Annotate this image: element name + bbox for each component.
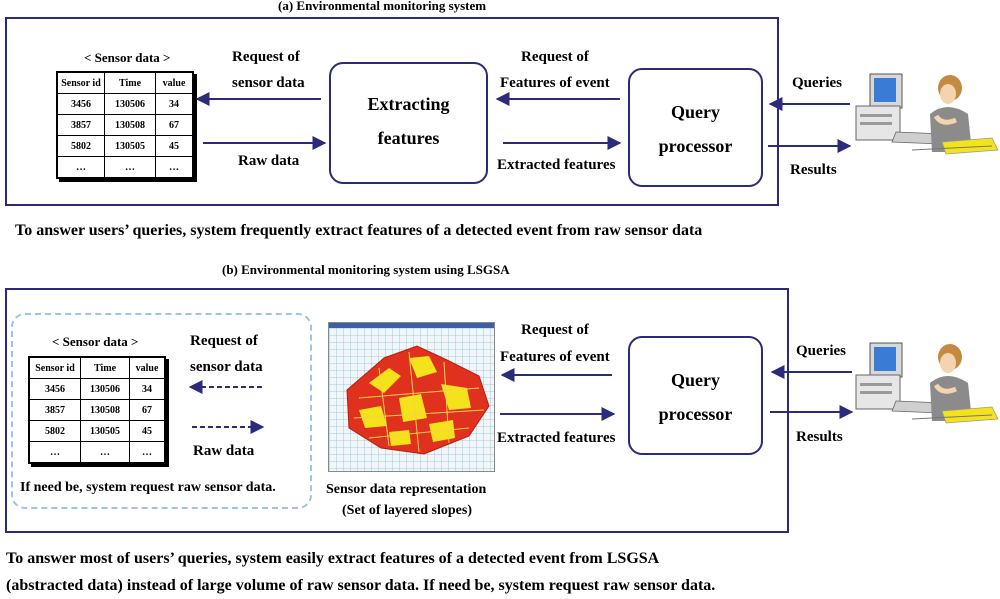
table-cell: 130505 bbox=[80, 420, 130, 442]
panel-b-extracted-features: Extracted features bbox=[497, 430, 616, 446]
panel-a-extracted-features: Extracted features bbox=[497, 157, 616, 173]
panel-b-sensor-table: Sensor id Time value 3456 130506 34 3857… bbox=[28, 356, 166, 464]
terrain-svg bbox=[329, 328, 494, 471]
panel-b-caption-2: (abstracted data) instead of large volum… bbox=[6, 577, 716, 594]
table-header-row: Sensor id Time value bbox=[56, 71, 194, 94]
panel-a-caption: To answer users’ queries, system frequen… bbox=[15, 222, 703, 239]
table-cell: … bbox=[129, 441, 166, 464]
layered-slopes-image bbox=[328, 322, 495, 472]
panel-b-if-need: If need be, system request raw sensor da… bbox=[20, 480, 276, 495]
table-cell: … bbox=[80, 441, 130, 464]
panel-a-request-features-1: Request of bbox=[521, 49, 589, 65]
panel-a-title: (a) Environmental monitoring system bbox=[278, 0, 487, 13]
table-cell: 130505 bbox=[104, 135, 156, 157]
panel-b-request-features-2: Features of event bbox=[500, 349, 610, 365]
panel-a-request-features-2: Features of event bbox=[500, 75, 610, 91]
panel-b-title: (b) Environmental monitoring system usin… bbox=[222, 262, 510, 277]
panel-b-request-sensor-2: sensor data bbox=[190, 359, 263, 375]
panel-a-sensor-caption: < Sensor data > bbox=[84, 50, 171, 65]
panel-b-caption-1: To answer most of users’ queries, system… bbox=[6, 550, 660, 567]
terrain-patch bbox=[369, 368, 401, 393]
panel-b-sensor-caption: < Sensor data > bbox=[52, 334, 139, 349]
table-cell: 5802 bbox=[28, 420, 81, 442]
panel-a-request-sensor-2: sensor data bbox=[232, 75, 305, 91]
table-row: 5802 130505 45 bbox=[56, 135, 194, 157]
user-at-computer-icon bbox=[856, 343, 998, 423]
table-cell: … bbox=[155, 156, 194, 179]
query-line2: processor bbox=[658, 404, 733, 424]
extracting-line1: Extracting bbox=[367, 94, 450, 114]
table-row: 3857 130508 67 bbox=[28, 399, 166, 421]
query-line1: Query bbox=[671, 370, 720, 390]
table-cell: 45 bbox=[155, 135, 194, 157]
table-row: … … … bbox=[28, 441, 166, 464]
user-at-computer-icon bbox=[856, 74, 998, 154]
panel-b-request-sensor-1: Request of bbox=[190, 333, 258, 349]
table-cell: 67 bbox=[129, 399, 166, 421]
panel-a-raw-data: Raw data bbox=[238, 153, 300, 169]
table-cell: 45 bbox=[129, 420, 166, 442]
repr-line2: (Set of layered slopes) bbox=[342, 503, 472, 518]
table-row: 3456 130506 34 bbox=[56, 93, 194, 115]
panel-b-raw-data: Raw data bbox=[193, 443, 255, 459]
panel-a-request-sensor-1: Request of bbox=[232, 49, 300, 65]
panel-b-results: Results bbox=[796, 429, 843, 445]
query-processor-box-b: Query processor bbox=[628, 336, 763, 455]
terrain-ridges bbox=[353, 351, 485, 453]
panel-b-request-features-1: Request of bbox=[521, 322, 589, 338]
raw-sensor-dashed-box bbox=[11, 313, 312, 509]
table-header-row: Sensor id Time value bbox=[28, 356, 166, 379]
query-processor-box-a: Query processor bbox=[628, 68, 763, 187]
repr-line1: Sensor data representation bbox=[326, 482, 487, 497]
panel-a-queries: Queries bbox=[792, 75, 842, 91]
table-row: 3857 130508 67 bbox=[56, 114, 194, 136]
terrain-patch bbox=[409, 356, 437, 378]
panel-b-queries: Queries bbox=[796, 343, 846, 359]
table-row: 3456 130506 34 bbox=[28, 378, 166, 400]
query-line1: Query bbox=[671, 102, 720, 122]
table-cell: … bbox=[104, 156, 156, 179]
panel-b-frame bbox=[5, 288, 789, 533]
table-row: … … … bbox=[56, 156, 194, 179]
panel-a-sensor-table: Sensor id Time value 3456 130506 34 3857… bbox=[56, 71, 194, 179]
panel-a-results: Results bbox=[790, 162, 837, 178]
query-line2: processor bbox=[658, 136, 733, 156]
panel-a-frame bbox=[5, 17, 779, 206]
terrain-outline bbox=[346, 345, 490, 455]
table-row: 5802 130505 45 bbox=[28, 420, 166, 442]
extracting-features-box: Extracting features bbox=[329, 62, 488, 184]
window-titlebar bbox=[329, 323, 494, 328]
extracting-line2: features bbox=[377, 128, 440, 148]
